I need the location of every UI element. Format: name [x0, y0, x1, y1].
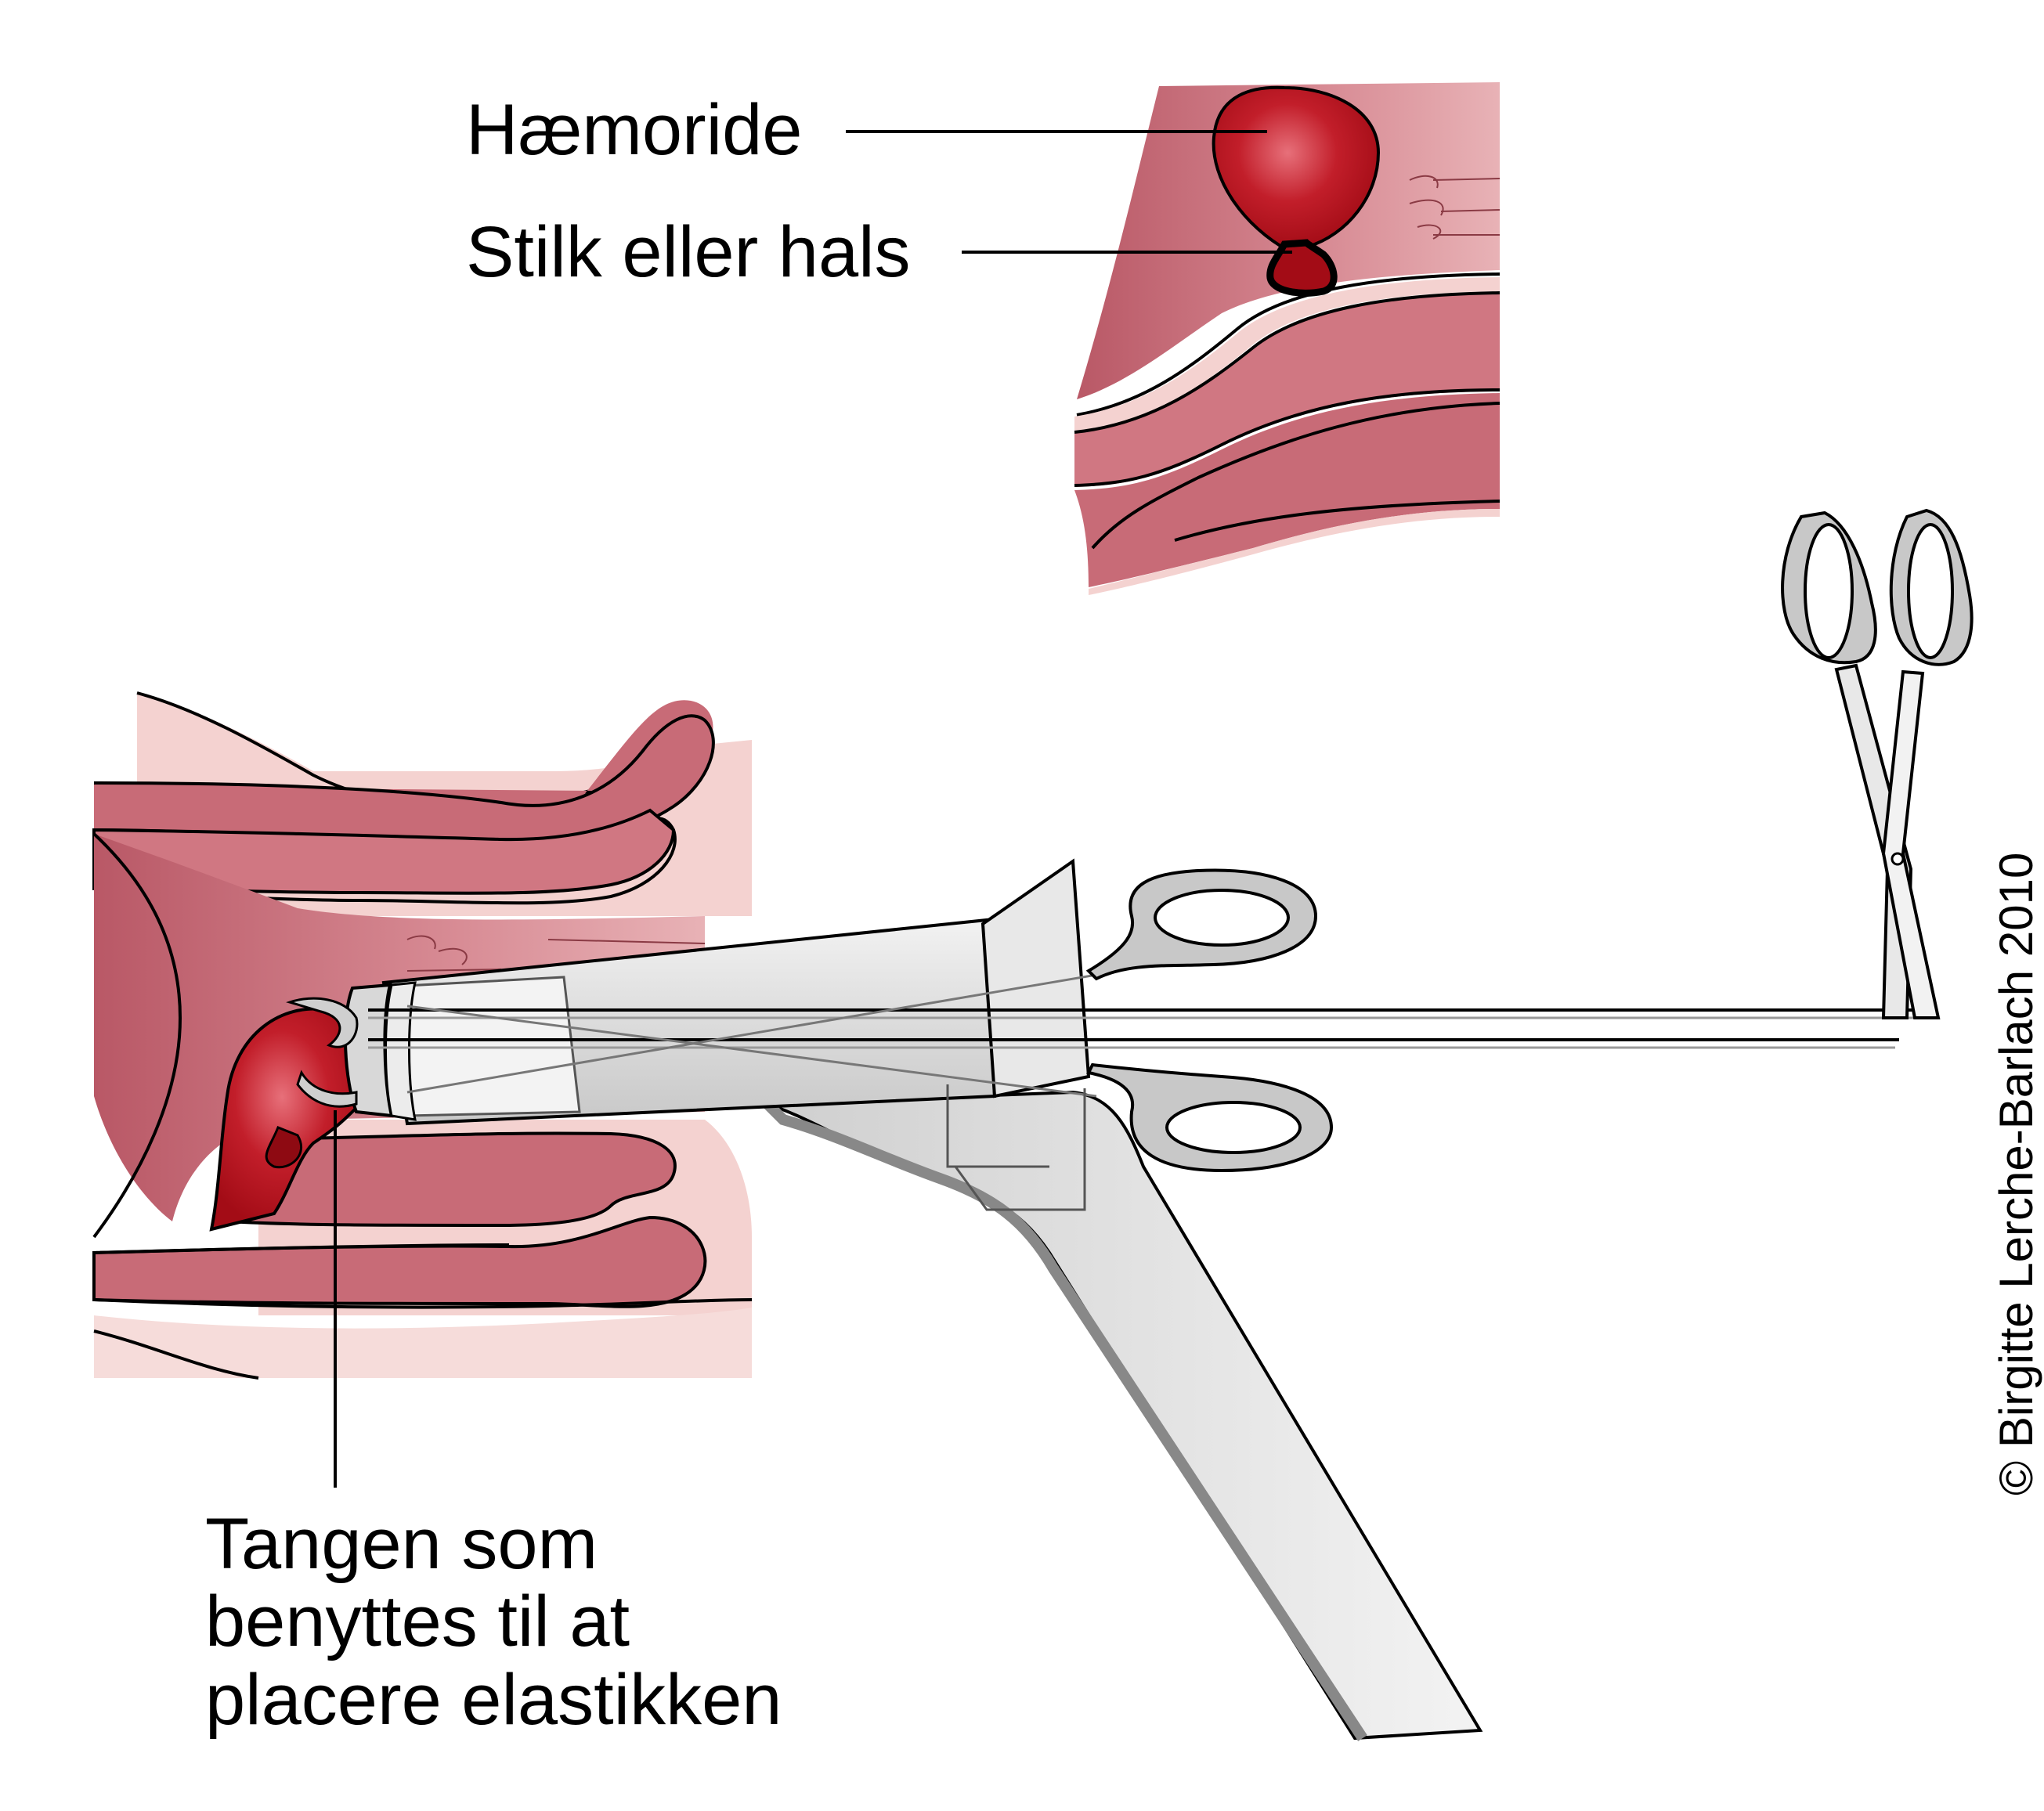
- inset-bottom-skin: [1089, 509, 1500, 595]
- loading-scissors: [1781, 508, 1974, 1019]
- lower-muscle-1: [226, 1131, 677, 1228]
- inset-band-light: [1074, 277, 1500, 431]
- inset-detail: [846, 82, 1500, 595]
- lower-skin-edge: [94, 1308, 752, 1378]
- banded-hemorrhoid: [209, 1007, 370, 1232]
- proctoscope-handle: [767, 1090, 1483, 1741]
- label-tangen: Tangen som benyttes til at placere elast…: [205, 1504, 782, 1740]
- proctoscope: [286, 858, 1934, 1741]
- grasper-tip: [286, 997, 359, 1048]
- scissors-pivot: [1891, 852, 1905, 866]
- inset-muscle-layer: [1074, 293, 1500, 487]
- label-haemoride: Hæmoride: [466, 90, 803, 170]
- label-stilk: Stilk eller hals: [466, 212, 911, 292]
- inset-hemorrhoid: [1212, 85, 1381, 253]
- scissors-arm-right: [1881, 669, 1941, 1019]
- inset-mucosa-line: [1076, 272, 1500, 417]
- copyright-notice: © Birgitte Lerche-Barlach 2010: [1990, 852, 2042, 1495]
- inset-stalk: [1266, 239, 1338, 297]
